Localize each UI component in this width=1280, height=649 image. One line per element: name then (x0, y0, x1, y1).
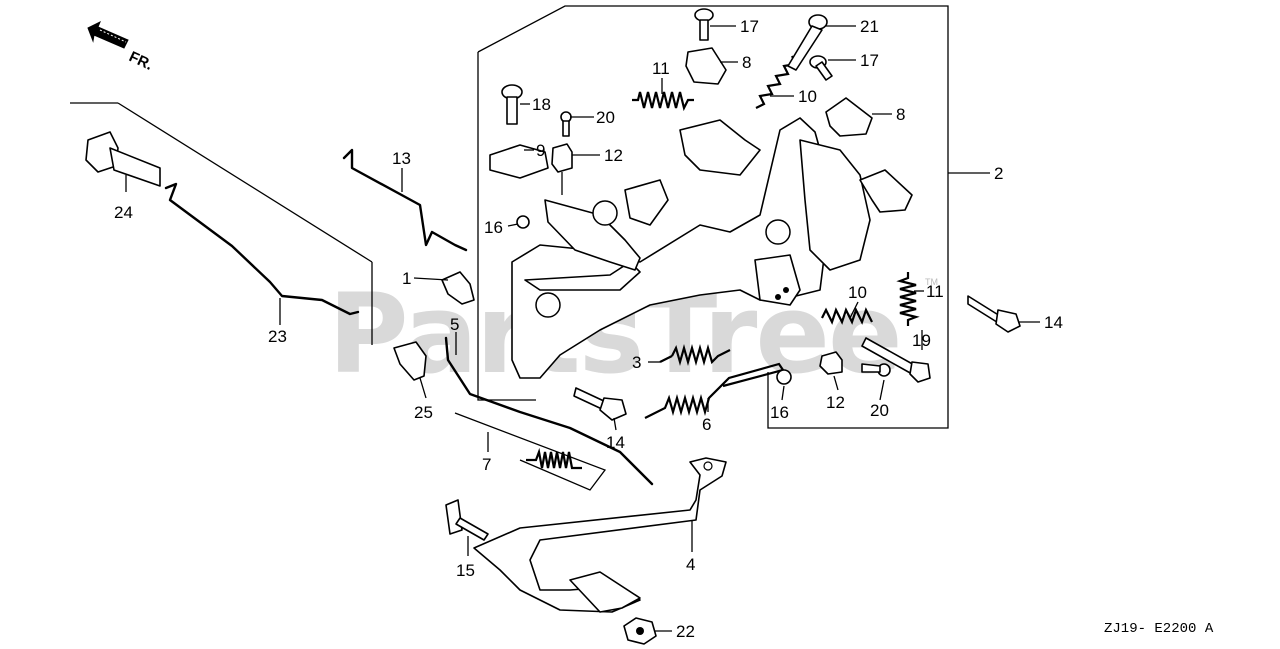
rod-13 (342, 148, 468, 252)
callout-24: 24 (114, 203, 133, 222)
nut-12-right (819, 351, 843, 375)
callout-16: 16 (770, 403, 789, 422)
callout-13: 13 (392, 149, 411, 168)
direction-label: FR. (126, 48, 155, 74)
nut-22 (623, 617, 657, 645)
callout-10: 10 (798, 87, 817, 106)
front-direction-arrow-icon (87, 20, 129, 49)
link-25 (393, 341, 427, 381)
rod-5 (444, 336, 654, 486)
callout-1: 1 (402, 269, 411, 288)
callout-22: 22 (676, 622, 695, 641)
trademark-text: TM (925, 277, 938, 287)
callout-12: 12 (826, 393, 845, 412)
callout-9: 9 (536, 141, 545, 160)
bolt-19 (861, 337, 931, 383)
bolt-14-left (573, 387, 627, 421)
screw-17-top (694, 8, 714, 41)
callout-14: 14 (1044, 313, 1063, 332)
callout-18: 18 (532, 95, 551, 114)
spring-6 (644, 362, 785, 419)
clip-9 (489, 144, 549, 179)
callout-19: 19 (912, 331, 931, 350)
screw-15 (445, 499, 489, 541)
spring-3 (659, 343, 731, 367)
callout-2: 2 (994, 164, 1003, 183)
clip-16-right (776, 369, 792, 385)
spring-11-top (632, 91, 694, 112)
callout-7: 7 (482, 455, 491, 474)
callout-16: 16 (484, 218, 503, 237)
callout-4: 4 (686, 555, 695, 574)
screw-20-right (861, 363, 891, 377)
callout-8: 8 (742, 53, 751, 72)
link-1 (441, 271, 475, 305)
callout-8: 8 (896, 105, 905, 124)
callout-5: 5 (450, 315, 459, 334)
callout-17: 17 (860, 51, 879, 70)
screw-21 (787, 14, 828, 71)
throttle-lever (473, 457, 727, 613)
screw-20-top (560, 111, 572, 137)
control-base-bracket (511, 117, 913, 379)
spring-7 (454, 412, 607, 491)
callout-14: 14 (606, 433, 625, 452)
callout-10: 10 (848, 283, 867, 302)
callout-20: 20 (596, 108, 615, 127)
clip-8-right (825, 97, 873, 137)
nut-12-top (551, 143, 573, 195)
clip-16-left (516, 215, 530, 229)
callout-23: 23 (268, 327, 287, 346)
leader-lines (125, 25, 1040, 632)
screw-18 (501, 84, 523, 125)
spring-10-right (821, 307, 873, 325)
callout-11: 11 (652, 59, 670, 78)
bolt-14-right (967, 295, 1021, 333)
screw-17-right (809, 55, 833, 81)
callout-3: 3 (632, 353, 641, 372)
knob-24 (85, 131, 161, 187)
callout-15: 15 (456, 561, 475, 580)
callout-12: 12 (604, 146, 623, 165)
callout-25: 25 (414, 403, 433, 422)
callout-11: 11 (926, 282, 944, 301)
diagram-code: ZJ19- E2200 A (1104, 621, 1214, 637)
assembly-outline (477, 5, 990, 429)
rod-23 (164, 182, 360, 316)
callout-17: 17 (740, 17, 759, 36)
callout-21: 21 (860, 17, 879, 36)
clip-8-top (685, 47, 727, 85)
callout-6: 6 (702, 415, 711, 434)
spring-11-right (896, 272, 920, 326)
callout-20: 20 (870, 401, 889, 420)
